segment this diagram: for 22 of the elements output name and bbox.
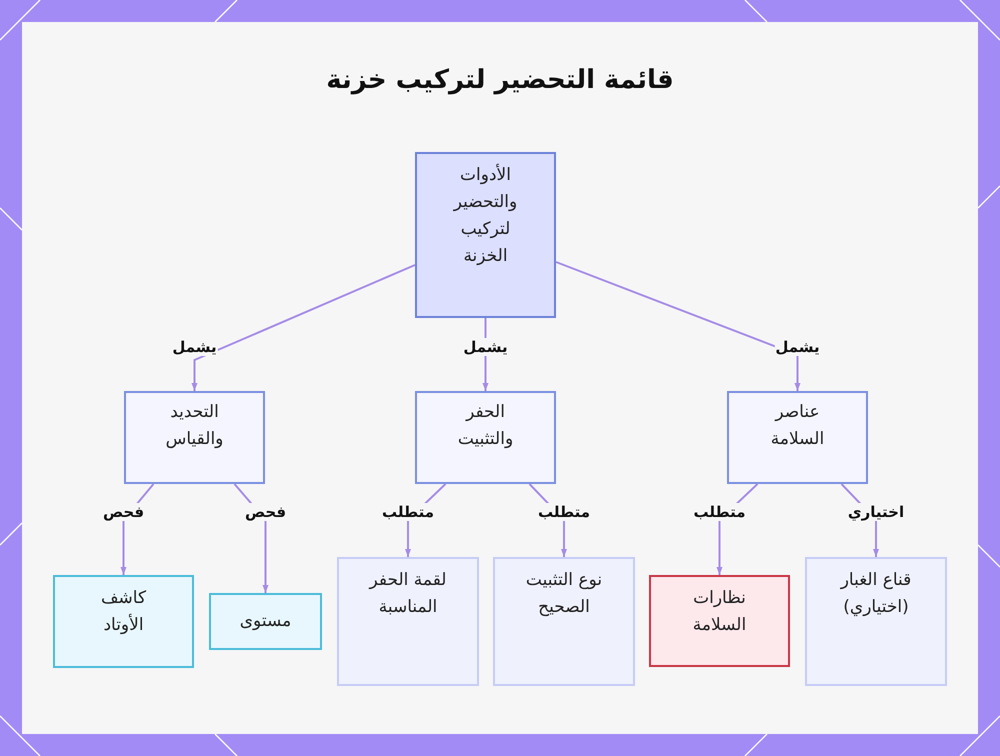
edge-label: فحص: [102, 503, 146, 521]
item-box: نوع التثبيت الصحيح: [493, 557, 635, 686]
topic-box: الأدوات والتحضير لتركيب الخزنة: [415, 152, 556, 318]
item-box: نظارات السلامة: [649, 575, 790, 667]
edge-label: يشمل: [462, 338, 509, 356]
edge-label: متطلب: [536, 503, 592, 521]
category-box: التحديد والقياس: [124, 391, 265, 484]
edge-label: متطلب: [692, 503, 747, 521]
item-box: مستوى: [209, 593, 322, 650]
item-box: كاشف الأوتاد: [53, 575, 194, 668]
item-box: لقمة الحفر المناسبة: [337, 557, 479, 686]
category-box: عناصر السلامة: [727, 391, 868, 484]
edge-label: اختياري: [846, 503, 906, 521]
arrow: [556, 261, 800, 391]
edge-label: فحص: [244, 503, 288, 521]
title: قائمة التحضير لتركيب خزنة: [326, 64, 674, 97]
arrow: [192, 264, 416, 391]
item-box: قناع الغبار (اختياري): [805, 557, 947, 686]
edge-label: يشمل: [171, 338, 218, 356]
edge-label: يشمل: [774, 338, 821, 356]
edge-label: متطلب: [380, 503, 436, 521]
category-box: الحفر والتثبيت: [415, 391, 556, 484]
